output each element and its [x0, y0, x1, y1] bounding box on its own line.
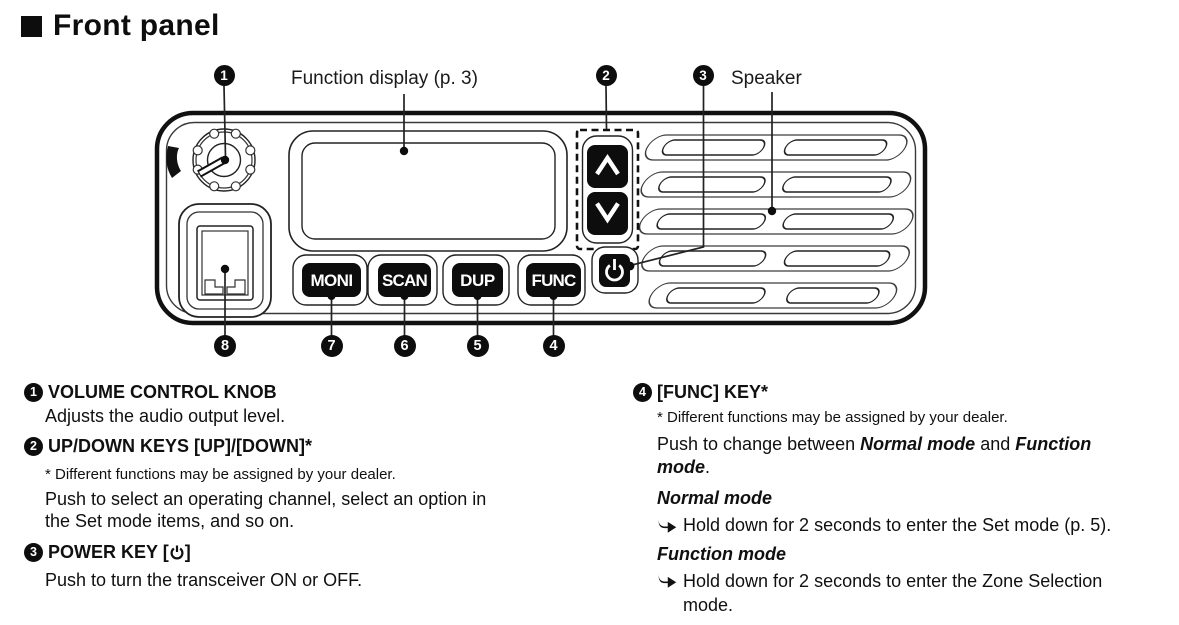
key-moni: MONI: [292, 254, 368, 306]
function-display-label: Function display (p. 3): [291, 68, 478, 89]
key-dup-label: DUP: [460, 271, 495, 290]
mic-connector: [178, 203, 272, 318]
key-row: MONI SCAN DUP FUNC: [292, 254, 586, 306]
updown-note: * Different functions may be assigned by…: [45, 466, 396, 483]
section-square-icon: [21, 15, 42, 37]
volume-body: Adjusts the audio output level.: [45, 406, 286, 426]
callout-6-badge: 6: [393, 335, 416, 357]
power-key: [591, 246, 639, 294]
callout-1-badge: 1: [213, 65, 235, 86]
speaker-grille: [638, 134, 914, 309]
key-dup: DUP: [442, 254, 510, 306]
function-mode-subheading: Function mode: [657, 544, 786, 564]
func-heading: 4 [FUNC] KEY*: [633, 382, 1179, 403]
page-title: Front panel: [21, 9, 220, 43]
power-heading: 3 POWER KEY []: [24, 542, 602, 563]
num-3-badge: 3: [24, 543, 43, 562]
page-title-text: Front panel: [53, 9, 220, 42]
panel-outline: [154, 110, 928, 326]
callout-lines: [223, 85, 773, 336]
updown-heading: 2 UP/DOWN KEYS [UP]/[DOWN]*: [24, 436, 602, 457]
power-body: Push to turn the transceiver ON or OFF.: [45, 570, 363, 590]
front-panel-diagram: MONI SCAN DUP FUNC: [154, 85, 928, 336]
callout-5-badge: 5: [466, 335, 489, 357]
callout-7-badge: 7: [320, 335, 343, 357]
volume-knob: [166, 128, 256, 192]
key-moni-label: MONI: [311, 271, 353, 290]
speaker-label: Speaker: [731, 68, 802, 89]
function-display: [288, 130, 568, 252]
key-scan-label: SCAN: [382, 271, 427, 290]
callout-8-badge: 8: [214, 335, 236, 357]
key-func-label: FUNC: [531, 271, 576, 290]
callout-2-badge: 2: [595, 65, 617, 86]
func-body: Push to change between Normal mode and F…: [657, 434, 1092, 477]
updown-body: Push to select an operating channel, sel…: [45, 489, 487, 531]
up-down-keys: [575, 128, 640, 251]
func-note: * Different functions may be assigned by…: [657, 409, 1008, 426]
volume-heading: 1 VOLUME CONTROL KNOB: [24, 382, 602, 403]
key-func: FUNC: [517, 254, 586, 306]
num-2-badge: 2: [24, 437, 43, 456]
arrow-icon: [658, 518, 677, 533]
num-1-badge: 1: [24, 383, 43, 402]
callout-dots: [220, 146, 777, 300]
callout-3-badge: 3: [692, 65, 714, 86]
callout-4-badge: 4: [542, 335, 565, 357]
key-scan: SCAN: [367, 254, 438, 306]
function-mode-bullet: Hold down for 2 seconds to enter the Zon…: [657, 569, 1179, 617]
normal-mode-subheading: Normal mode: [657, 488, 773, 508]
num-4-badge: 4: [633, 383, 652, 402]
descriptions-left: 1 VOLUME CONTROL KNOB Adjusts the audio …: [24, 382, 602, 591]
power-icon: [170, 545, 184, 560]
normal-mode-bullet: Hold down for 2 seconds to enter the Set…: [657, 514, 1179, 536]
arrow-icon: [658, 573, 677, 588]
descriptions-right: 4 [FUNC] KEY* * Different functions may …: [633, 382, 1179, 617]
